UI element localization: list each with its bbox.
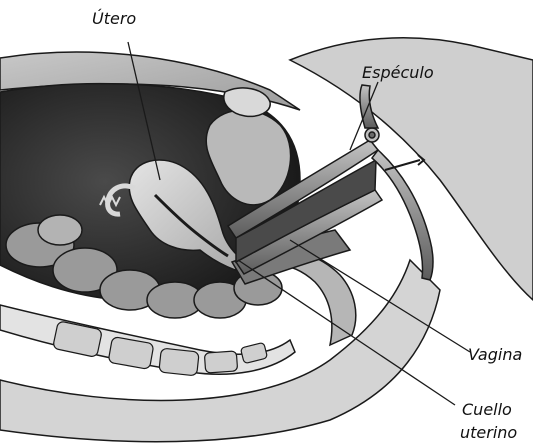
label-cervix-line2: uterino (460, 423, 517, 442)
label-speculum: Espéculo (362, 63, 434, 82)
label-vagina: Vagina (468, 345, 522, 364)
label-uterus: Útero (92, 9, 136, 28)
label-cervix-line1: Cuello (462, 400, 512, 419)
